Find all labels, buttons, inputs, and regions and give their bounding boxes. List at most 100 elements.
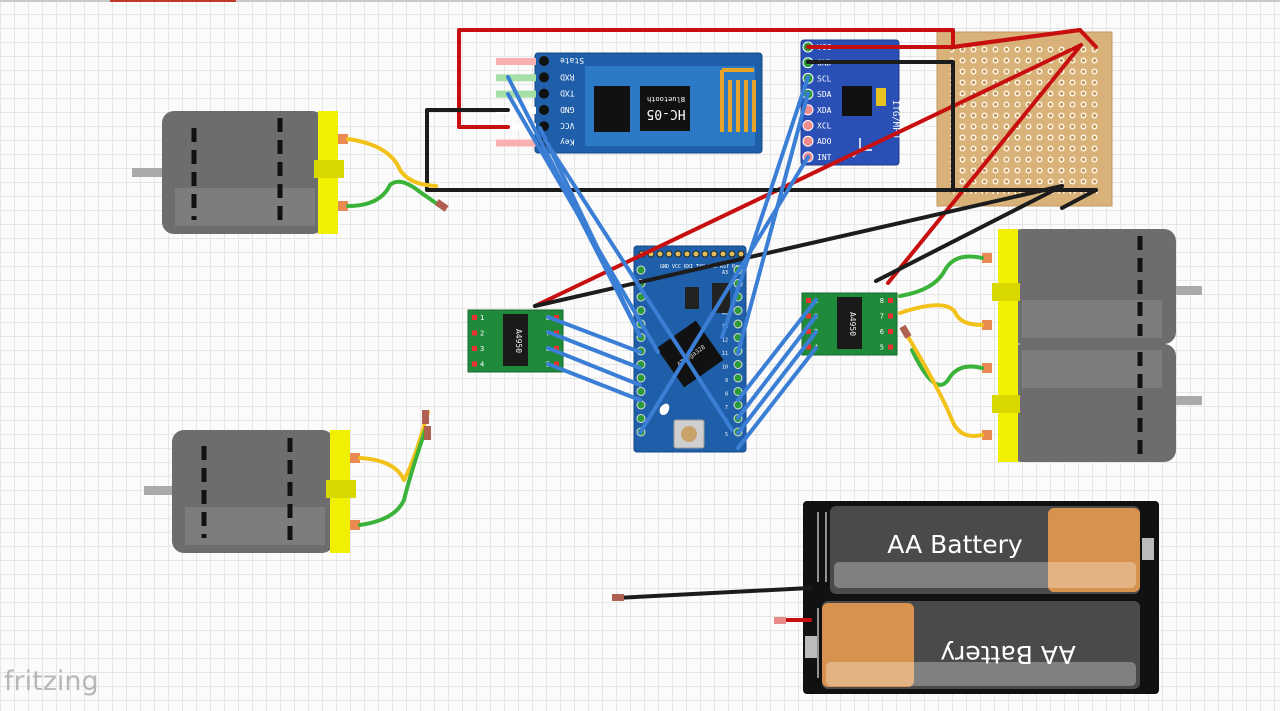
imu-label: ITG/MPU	[890, 100, 900, 138]
motor-bottom-left[interactable]	[144, 430, 360, 553]
arduino-pin-right[interactable]	[733, 360, 743, 369]
arduino-pin-left[interactable]	[636, 306, 646, 315]
imu-pin[interactable]	[802, 135, 814, 147]
wire-yellow-motor-tr[interactable]	[898, 303, 984, 327]
wire-blue-bt-key[interactable]	[543, 138, 734, 432]
wire-blue-drvR-1[interactable]	[736, 298, 818, 402]
wire-blue-bt-state[interactable]	[538, 126, 642, 338]
wire-blue-imu-int[interactable]	[638, 155, 810, 435]
imu-pin-label: ADO	[817, 137, 832, 146]
driver-pin-label: 2	[480, 330, 484, 338]
arduino-top-pin[interactable]	[701, 250, 709, 258]
driver-pin[interactable]	[554, 361, 559, 367]
active-tab-indicator[interactable]	[110, 0, 236, 2]
wire-blue-drvR-4[interactable]	[736, 346, 818, 450]
wire-black-driver-left[interactable]	[533, 184, 1064, 308]
wire-yellow-motor-br[interactable]	[902, 328, 984, 438]
motor-top-left[interactable]	[132, 111, 348, 234]
arduino-pin-right[interactable]	[733, 400, 743, 410]
wire-green-motor-tr[interactable]	[898, 254, 984, 298]
driver-pin[interactable]	[888, 313, 893, 319]
driver-pin[interactable]	[472, 361, 477, 367]
wire-black-bus[interactable]	[1060, 188, 1098, 210]
wire-blue-drvR-2[interactable]	[736, 314, 818, 420]
driver-pin[interactable]	[472, 315, 477, 320]
bt-pin[interactable]	[539, 72, 549, 83]
arduino-top-pin[interactable]	[737, 250, 745, 258]
wire-yellow-motor-tl[interactable]	[346, 137, 438, 188]
bt-pin[interactable]	[539, 56, 549, 66]
arduino-pin-left[interactable]	[636, 400, 646, 410]
wire-black-driver-right[interactable]	[874, 184, 1064, 283]
arduino-top-pin-label: RXI	[684, 264, 693, 270]
battery-cell-bottom: AA Battery	[822, 601, 1140, 689]
imu-pin-label: XDA	[817, 106, 832, 115]
arduino-top-pin[interactable]	[719, 250, 727, 258]
driver-pin[interactable]	[888, 298, 893, 303]
arduino-side-pin-label: 7	[725, 405, 728, 411]
driver-pin[interactable]	[554, 346, 559, 351]
arduino-pin-right[interactable]	[733, 319, 743, 329]
wire-blue-drvL-2[interactable]	[546, 330, 642, 370]
driver-pin[interactable]	[888, 329, 893, 334]
arduino-pin-left[interactable]	[636, 265, 646, 275]
wire-blue-imu-scl[interactable]	[720, 75, 810, 339]
driver-pin[interactable]	[806, 313, 811, 319]
wire-green-motor-tl[interactable]	[346, 179, 445, 210]
driver-pin[interactable]	[806, 344, 811, 350]
motor-bottom-right[interactable]	[982, 344, 1202, 462]
wire-black-gnd-bt[interactable]	[425, 108, 1098, 192]
arduino-top-pin[interactable]	[710, 250, 718, 258]
arduino-pin-left[interactable]	[636, 414, 646, 423]
arduino-top-pin[interactable]	[683, 250, 691, 258]
wire-red-driver-right[interactable]	[886, 43, 1083, 285]
driver-pin[interactable]	[554, 330, 559, 336]
wire-blue-drvR-3[interactable]	[736, 330, 818, 435]
arduino-top-pin[interactable]	[665, 250, 673, 258]
wire-yellow-motor-bl[interactable]	[358, 410, 430, 482]
driver-pin[interactable]	[806, 329, 811, 334]
wire-blue-drvL-1[interactable]	[546, 315, 642, 354]
reset-button-cap[interactable]	[681, 426, 697, 442]
bt-pin-label: GND	[560, 105, 575, 114]
arduino-side-pin-label: 11	[722, 351, 728, 357]
wire-blue-drvL-3[interactable]	[546, 346, 642, 387]
driver-pin[interactable]	[554, 315, 559, 320]
wire-blue-drvL-4[interactable]	[546, 362, 642, 402]
wire-blue-imu-sda[interactable]	[736, 91, 810, 355]
wire-red-bus[interactable]	[951, 28, 1082, 49]
driver-pin[interactable]	[472, 346, 477, 351]
imu-pin[interactable]	[802, 120, 814, 131]
motor-top-right[interactable]	[982, 229, 1202, 344]
driver-pin-label: 8	[880, 297, 884, 305]
arduino-top-pin[interactable]	[674, 250, 682, 258]
arduino-top-pin[interactable]	[692, 250, 700, 258]
sparkfun-flame-icon	[659, 403, 670, 416]
arduino-pin-left[interactable]	[636, 373, 646, 383]
arduino-pin-right[interactable]	[733, 306, 743, 315]
wire-black-imu-gnd[interactable]	[806, 60, 955, 192]
driver-pin[interactable]	[888, 344, 893, 350]
bt-pin-lead	[496, 123, 536, 131]
top-border	[0, 0, 1280, 2]
arduino-pin-right[interactable]	[733, 387, 743, 396]
arduino-top-pin[interactable]	[728, 250, 736, 258]
battery-holder[interactable]: AA Battery AA Battery	[803, 501, 1159, 694]
wire-green-motor-br[interactable]	[910, 348, 984, 387]
arduino-top-pin[interactable]	[656, 250, 664, 258]
wire-blue-bt-txd[interactable]	[506, 92, 660, 354]
wire-green-motor-bl[interactable]	[358, 426, 428, 527]
bt-pin[interactable]	[539, 104, 549, 115]
arduino-pin-left[interactable]	[636, 387, 646, 396]
driver-pin[interactable]	[806, 298, 811, 303]
bt-pin[interactable]	[539, 88, 549, 99]
arduino-pin-right[interactable]	[733, 373, 743, 383]
antenna-icon	[720, 68, 756, 132]
driver-pin[interactable]	[472, 330, 477, 336]
wire-black-battery[interactable]	[614, 586, 812, 600]
protoboard	[936, 31, 1113, 207]
